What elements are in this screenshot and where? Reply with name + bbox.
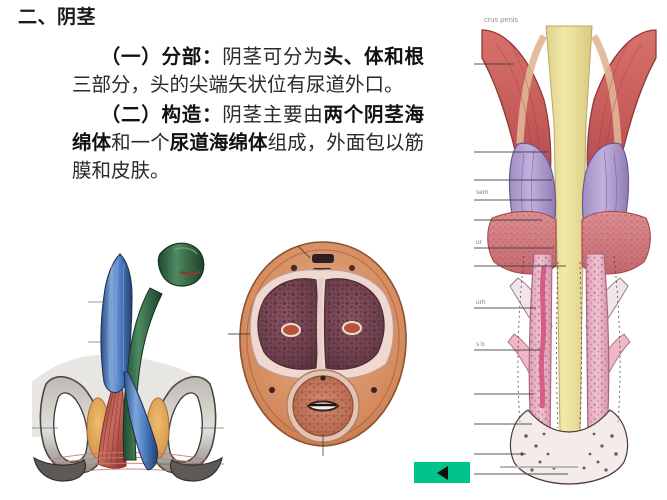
glans-penis [157, 242, 205, 287]
penis-cross-section-histology [228, 238, 418, 458]
page-title: 二、阴茎 [18, 7, 97, 28]
vessel-midline [320, 375, 326, 381]
footer-divider [500, 466, 578, 468]
ischial-tuberosity-left [33, 456, 87, 482]
spongy-texture-right [586, 254, 609, 450]
paragraph-run-2-4: 和一个 [111, 133, 170, 154]
vessel-left [269, 387, 275, 393]
bladder-striations [495, 39, 643, 157]
slide-body-text: （一）分部：阴茎可分为头、体和根三部分，头的尖端矢状位有尿道外口。 （二）构造：… [72, 44, 424, 186]
mucosa-left [516, 34, 548, 145]
muscle-striations [101, 386, 124, 465]
paragraph-run-2-2: 阴茎主要由 [222, 105, 324, 126]
paragraph-term-2: 构造： [161, 105, 223, 126]
paragraph-run-2-5: 尿道海绵体 [169, 133, 268, 154]
bladder-wall-left [481, 29, 552, 181]
septum-penis [317, 277, 324, 375]
svg-text:ur: ur [476, 239, 483, 246]
corpus-cavernosum-right [123, 371, 159, 471]
svg-text:urh: urh [476, 299, 486, 306]
paragraph-term-1: 分部： [161, 47, 223, 68]
urethra-frontal-section-illustration: crus penis [474, 4, 664, 496]
glans-highlight [173, 247, 198, 255]
figure-side-labels: sem ur urh s b [476, 189, 488, 348]
dorsal-nerve-right [349, 265, 355, 271]
obturator-foramen-right [167, 392, 203, 463]
paragraph-run-1-4: 三部分，头的尖端矢状位有尿道外口。 [72, 75, 404, 96]
leader-lines [32, 301, 224, 465]
paragraph-gouzao: （二）构造：阴茎主要由两个阴茎海绵体和一个尿道海绵体组成，外面包以筋膜和皮肤。 [72, 102, 424, 186]
penis-root-frontal-illustration [28, 232, 228, 482]
external-urethral-orifice [179, 270, 201, 275]
fascia-outline [517, 255, 621, 429]
paragraph-marker-1: （一） [100, 47, 162, 68]
dorsal-nerve-left [290, 264, 298, 272]
paragraph-run-1-3: 头、体和根 [323, 47, 424, 68]
leader-lines [228, 245, 324, 456]
deep-dorsal-vein [312, 254, 334, 263]
figure-top-label: crus penis [484, 15, 518, 24]
cavernosum-highlights [108, 259, 125, 383]
deep-artery-left [281, 323, 301, 337]
urethral-artery [538, 265, 547, 409]
paragraph-fenbu: （一）分部：阴茎可分为头、体和根三部分，头的尖端矢状位有尿道外口。 [72, 44, 424, 100]
glans-penis [509, 409, 629, 485]
triangle-left-icon [436, 465, 448, 480]
leader-lines [474, 63, 568, 475]
svg-text:sem: sem [476, 189, 488, 196]
back-button[interactable] [414, 462, 470, 483]
bladder-wall-right [586, 29, 657, 181]
paragraph-marker-2: （二） [100, 105, 162, 126]
mucosa-right [590, 34, 622, 145]
vessel-right [371, 387, 377, 393]
paragraph-run-2-6: 组成，外面包以筋膜和皮肤。 [72, 133, 424, 182]
paragraph-run-2-3: 两个阴茎海绵体 [72, 105, 424, 154]
deep-artery-right [342, 321, 362, 335]
paragraph-run-1-2: 阴茎可分为 [222, 47, 324, 68]
obturator-foramen-left [53, 392, 89, 463]
svg-text:s b: s b [476, 341, 485, 348]
